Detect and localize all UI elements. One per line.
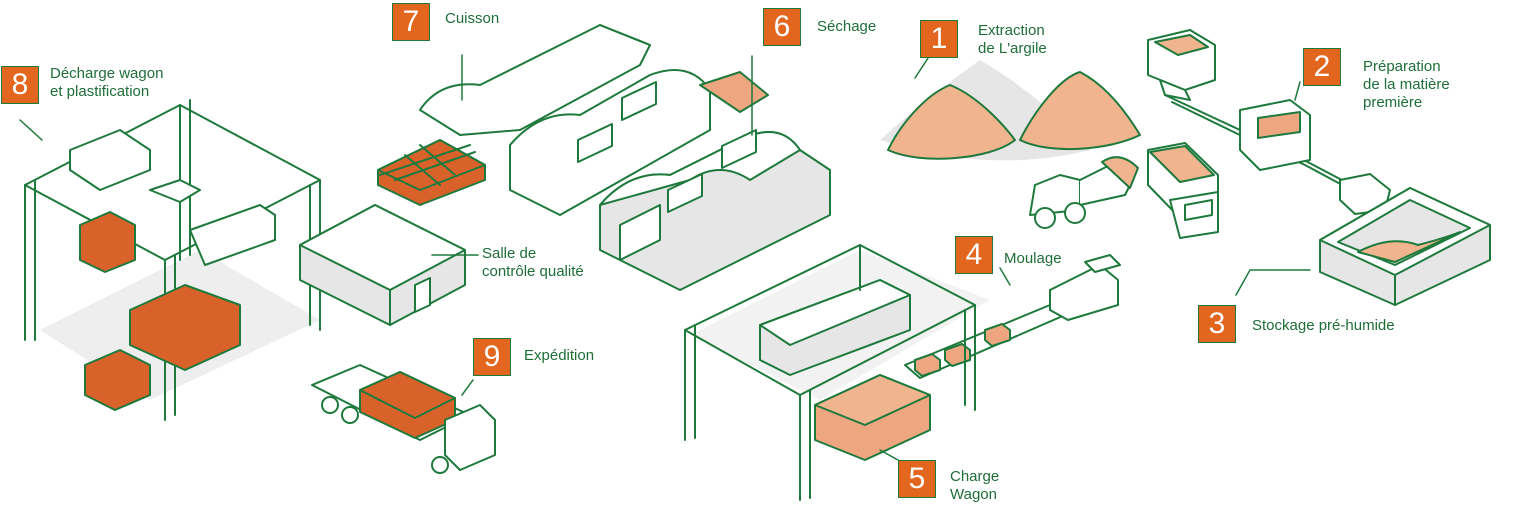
step-8-label: Décharge wagon et plastification bbox=[50, 65, 164, 100]
pre-humid-storage-illustration bbox=[1319, 187, 1491, 306]
leader-lines bbox=[19, 54, 1311, 461]
step-1-badge: 1 bbox=[920, 20, 958, 58]
drying-and-firing-illustration bbox=[377, 24, 831, 291]
step-1-label: Extraction de L'argile bbox=[978, 22, 1047, 57]
clay-extraction-illustration bbox=[880, 60, 1219, 239]
preparation-line-illustration bbox=[1147, 29, 1391, 215]
step-7-badge: 7 bbox=[392, 3, 430, 41]
step-2-badge: 2 bbox=[1303, 48, 1341, 86]
step-7-label: Cuisson bbox=[445, 10, 500, 27]
quality-control-room-illustration bbox=[299, 204, 466, 326]
step-6-label: Séchage bbox=[817, 18, 877, 35]
step-3-label: Stockage pré-humide bbox=[1252, 317, 1395, 334]
step-9-badge: 9 bbox=[473, 338, 511, 376]
step-9-label: Expédition bbox=[524, 347, 595, 364]
unloading-gantry-illustration bbox=[24, 99, 321, 421]
step-3-badge: 3 bbox=[1198, 305, 1236, 343]
quality-room-label: Salle de contrôle qualité bbox=[482, 245, 584, 280]
step-4-badge: 4 bbox=[955, 236, 993, 274]
step-6-badge: 6 bbox=[763, 8, 801, 46]
step-8-badge: 8 bbox=[1, 66, 39, 104]
step-2-label: Préparation de la matière première bbox=[1363, 58, 1450, 111]
step-5-badge: 5 bbox=[898, 460, 936, 498]
step-4-label: Moulage bbox=[1004, 250, 1062, 267]
shipping-truck-illustration bbox=[311, 364, 496, 474]
molding-and-loading-illustration bbox=[684, 244, 1121, 501]
step-5-label: Charge Wagon bbox=[950, 468, 1000, 503]
